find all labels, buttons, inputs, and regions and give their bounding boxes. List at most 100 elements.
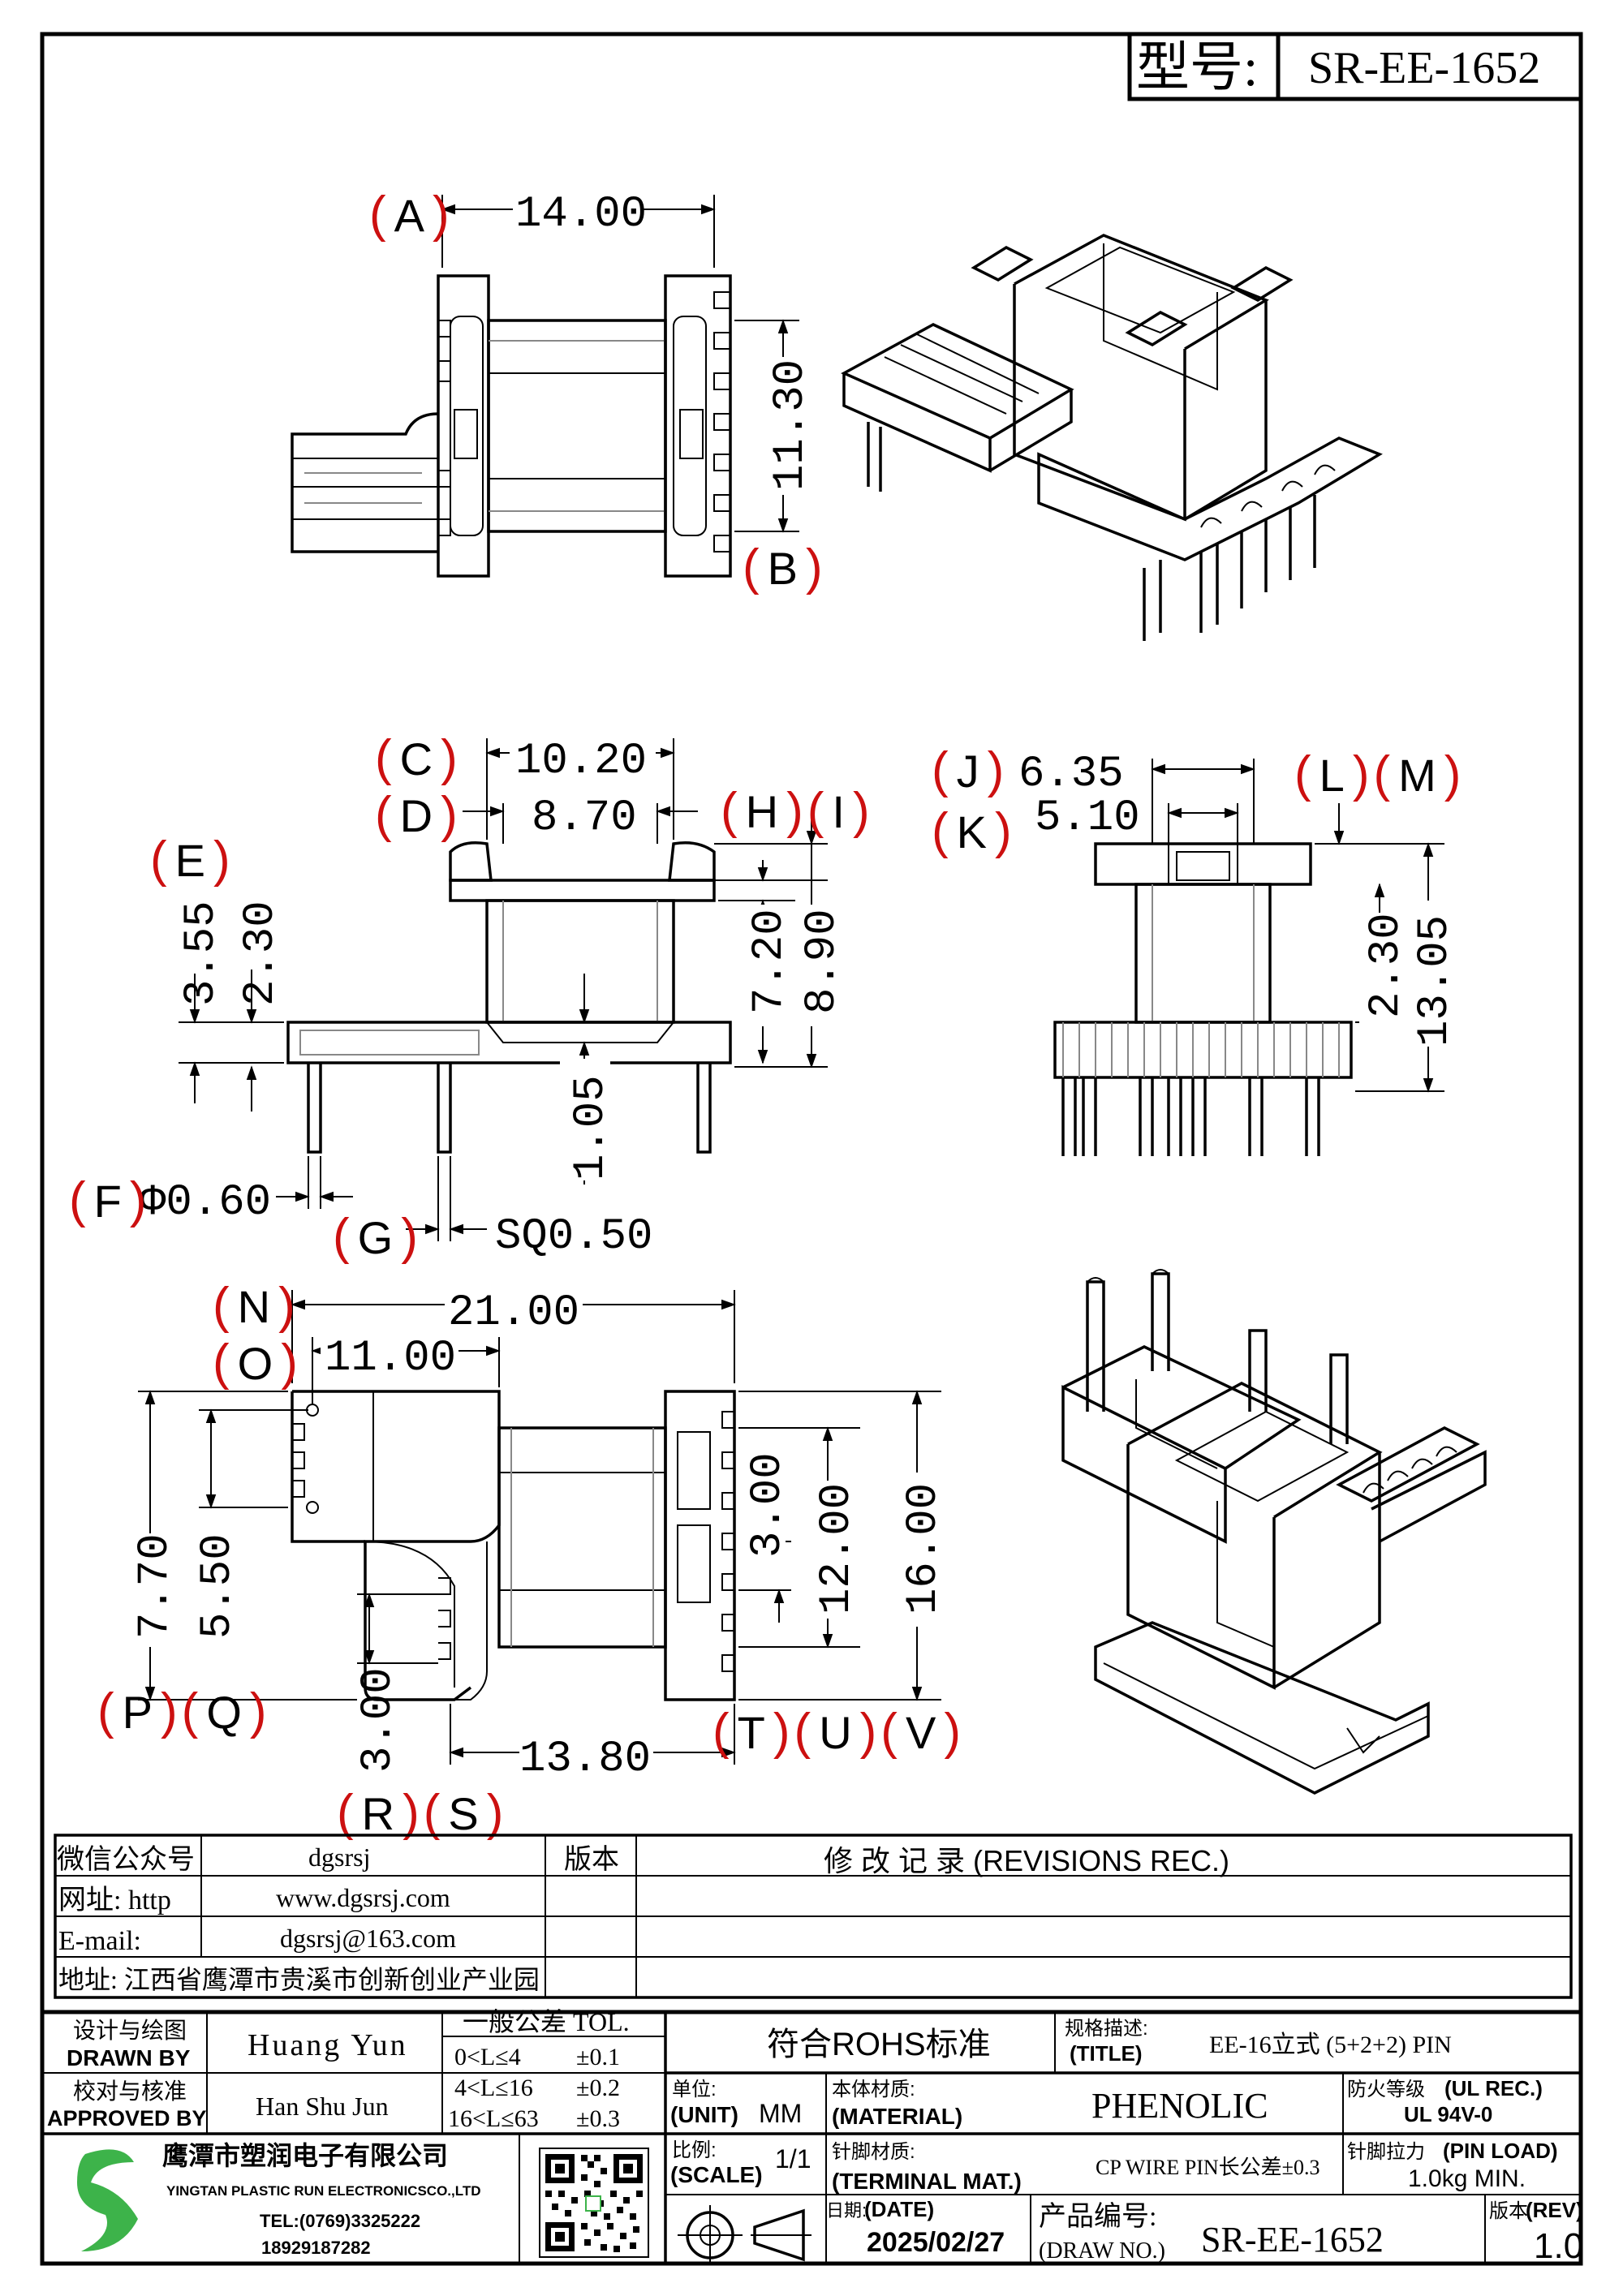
unit-cn: 单位:: [672, 2079, 717, 2100]
rev-value: 1.0: [1534, 2226, 1583, 2266]
model-value: SR-EE-1652: [1308, 43, 1540, 93]
designer-name: Huang Yun: [248, 2028, 408, 2062]
tol-value-2: ±0.2: [576, 2075, 620, 2101]
dim-o: 11.00: [325, 1334, 456, 1383]
version-label: 版本: [564, 1844, 619, 1875]
label-q: Q: [206, 1687, 242, 1738]
terminal-value: CP WIRE PIN长公差±0.3: [1096, 2156, 1319, 2179]
svg-text:(F): (F): [69, 1172, 147, 1228]
drawno-value: SR-EE-1652: [1201, 2220, 1384, 2259]
dim-e2: 2.30: [236, 901, 286, 1006]
svg-text:(P)(Q): (P)(Q): [97, 1683, 267, 1739]
title-cn: 规格描述:: [1065, 2018, 1148, 2040]
svg-text:(C): (C): [375, 730, 458, 786]
label-j: J: [957, 746, 979, 797]
label-u: U: [819, 1707, 851, 1758]
date-en: (DATE): [864, 2197, 934, 2221]
title-value: EE-16立式 (5+2+2) PIN: [1209, 2032, 1452, 2058]
model-header: 型号: SR-EE-1652: [1127, 32, 1583, 101]
label-d: D: [400, 790, 433, 841]
svg-text:(L)(M): (L)(M): [1294, 746, 1461, 802]
model-label: 型号:: [1136, 38, 1258, 97]
svg-text:(D): (D): [375, 787, 458, 843]
approver-name: Han Shu Jun: [256, 2092, 389, 2121]
svg-text:(N): (N): [213, 1278, 295, 1334]
scale-value: 1/1: [775, 2144, 811, 2173]
date-value: 2025/02/27: [867, 2227, 1005, 2258]
dim-b: 11.30: [766, 359, 816, 491]
dim-l-side: 2.30: [1362, 913, 1411, 1018]
material-value: PHENOLIC: [1091, 2086, 1268, 2126]
company-tel: TEL:(0769)3325222: [260, 2211, 420, 2231]
dim-g: SQ0.50: [495, 1212, 652, 1262]
web-label: 网址: http: [58, 1885, 171, 1915]
tol-range-3: 16<L≤63: [448, 2105, 539, 2132]
svg-text:(K): (K): [932, 803, 1012, 859]
revisions-title: 修 改 记 录 (REVISIONS REC.): [824, 1844, 1229, 1877]
terminal-en: (TERMINAL MAT.): [832, 2169, 1022, 2194]
pin-load-cn: 针脚拉力: [1347, 2141, 1425, 2163]
label-l: L: [1319, 750, 1345, 801]
svg-text:(E): (E): [150, 832, 230, 888]
scale-en: (SCALE): [670, 2162, 763, 2187]
ul-value: UL 94V-0: [1404, 2102, 1492, 2126]
svg-text:(J): (J): [932, 742, 1004, 798]
top-view: [291, 195, 799, 578]
tol-range-2: 4<L≤16: [454, 2075, 533, 2101]
unit-value: MM: [759, 2099, 802, 2128]
designer-en: DRAWN BY: [67, 2045, 191, 2070]
dim-a: 14.00: [515, 190, 647, 239]
info-table: 微信公众号 dgsrsj 网址: http www.dgsrsj.com E-m…: [54, 1834, 1573, 1999]
label-t: T: [738, 1707, 765, 1758]
svg-text:(T)(U)(V): (T)(U)(V): [712, 1704, 961, 1760]
dim-r: 3.00: [354, 1667, 403, 1773]
rohs: 符合ROHS标准: [767, 2027, 991, 2062]
dim-p: 7.70: [131, 1533, 180, 1639]
label-n: N: [238, 1281, 270, 1332]
dim-q: 5.50: [193, 1533, 243, 1639]
dim-u: 12.00: [812, 1483, 862, 1615]
pin-load-en: (PIN LOAD): [1443, 2139, 1558, 2163]
label-s: S: [448, 1788, 478, 1839]
wechat-label: 微信公众号: [57, 1844, 195, 1875]
label-h: H: [746, 786, 778, 837]
dim-n: 21.00: [448, 1288, 579, 1338]
company-en: YINGTAN PLASTIC RUN ELECTRONICSCO.,LTD: [166, 2183, 481, 2199]
dim-h1: 7.20: [745, 909, 794, 1014]
wechat-value: dgsrsj: [308, 1842, 370, 1872]
email-value: dgsrsj@163.com: [280, 1924, 456, 1953]
drawno-en: (DRAW NO.): [1039, 2238, 1165, 2264]
dim-s: 13.80: [519, 1735, 651, 1784]
material-cn: 本体材质:: [832, 2079, 915, 2100]
label-v: V: [906, 1707, 936, 1758]
company-cn: 鹰潭市塑润电子有限公司: [162, 2141, 448, 2170]
email-label: E-mail:: [58, 1926, 141, 1956]
front-view: [179, 738, 828, 1241]
company-logo-icon: [77, 2149, 138, 2251]
label-m: M: [1398, 750, 1436, 801]
projection-symbol-icon: [678, 2205, 812, 2265]
svg-text:(H)(I): (H)(I): [721, 783, 870, 839]
company-mobile: 18929187282: [261, 2238, 371, 2258]
qr-code-icon: [539, 2148, 649, 2258]
pin-load-value: 1.0kg MIN.: [1408, 2165, 1526, 2192]
label-p: P: [123, 1687, 153, 1738]
dim-t: 3.00: [743, 1452, 793, 1558]
dim-m: 13.05: [1410, 915, 1460, 1047]
svg-text:(A): (A): [369, 187, 450, 243]
dim-v: 16.00: [899, 1483, 949, 1615]
web-value: www.dgsrsj.com: [276, 1883, 450, 1912]
label-g: G: [358, 1212, 394, 1263]
iso-view-bottom: [1061, 1269, 1487, 1795]
label-k: K: [957, 806, 987, 858]
tol-value-3: ±0.3: [576, 2105, 620, 2132]
scale-cn: 比例:: [672, 2139, 717, 2161]
label-i: I: [832, 786, 845, 837]
dim-f: Φ0.60: [140, 1178, 271, 1228]
designer-cn: 设计与绘图: [73, 2018, 187, 2043]
svg-text:(R)(S): (R)(S): [337, 1785, 503, 1841]
title-block: 设计与绘图 DRAWN BY Huang Yun 校对与核准 APPROVED …: [40, 2007, 1583, 2266]
unit-en: (UNIT): [670, 2102, 738, 2127]
approver-cn: 校对与核准: [73, 2079, 187, 2104]
